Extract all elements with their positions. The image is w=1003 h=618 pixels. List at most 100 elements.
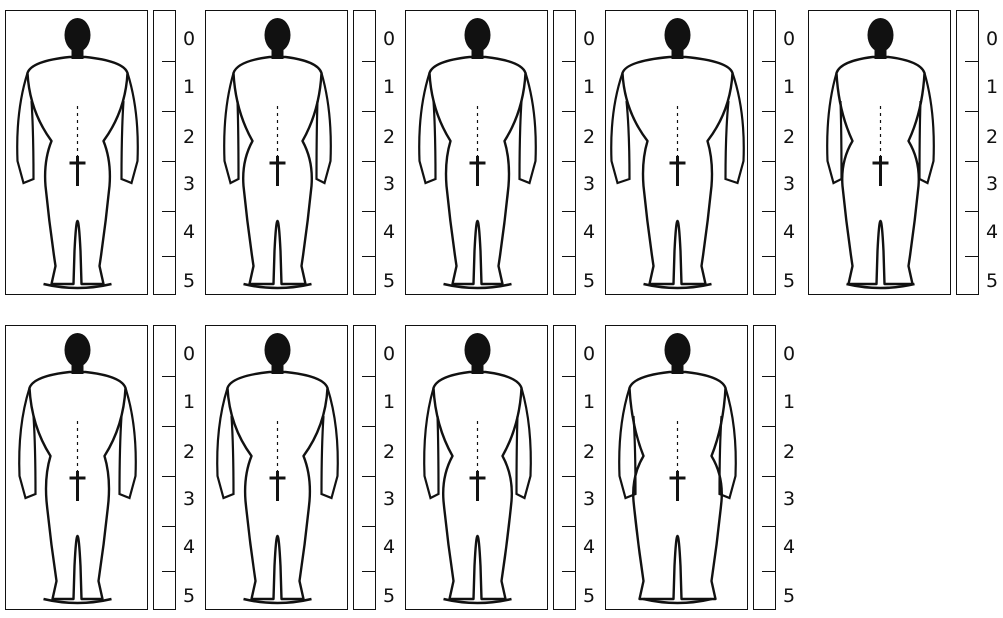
scale-tick: [162, 476, 175, 477]
scale-ruler: [353, 10, 376, 295]
scale-tick: [362, 426, 375, 427]
scale-label: 4: [183, 223, 199, 242]
scale-tick: [162, 211, 175, 212]
body-figure-frame: [5, 10, 148, 295]
scale-label: 5: [383, 587, 399, 606]
scale-tick: [965, 256, 978, 257]
scale-label: 1: [383, 78, 399, 97]
scale-tick: [562, 161, 575, 162]
scale-tick: [162, 61, 175, 62]
body-figure-frame: [405, 10, 548, 295]
figure-right-arm: [122, 73, 138, 183]
figure-head: [65, 18, 91, 52]
scale-tick: [362, 111, 375, 112]
scale-label: 4: [583, 538, 599, 557]
scale-label: 3: [183, 490, 199, 509]
figure-head: [868, 18, 894, 52]
scale-tick: [562, 211, 575, 212]
scale-tick: [562, 256, 575, 257]
body-figure-frame: [808, 10, 951, 295]
figure-right-arm: [120, 388, 136, 498]
scale-label: 0: [383, 345, 399, 364]
scale-label: 2: [383, 443, 399, 462]
scale-label: 1: [183, 78, 199, 97]
scale-label: 1: [583, 78, 599, 97]
scale-tick: [362, 61, 375, 62]
scale-label: 1: [583, 393, 599, 412]
figure-left-arm: [224, 73, 238, 183]
scale-label: 0: [583, 345, 599, 364]
scale-tick: [162, 571, 175, 572]
scale-tick: [562, 111, 575, 112]
scale-label: 5: [383, 272, 399, 291]
scale-tick: [965, 111, 978, 112]
scale-ruler: [153, 325, 176, 610]
scale-tick: [762, 376, 775, 377]
scale-label: 1: [783, 393, 799, 412]
scale-label: 2: [783, 443, 799, 462]
body-figure-frame: [405, 325, 548, 610]
scale-tick: [562, 526, 575, 527]
scale-label: 2: [583, 443, 599, 462]
scale-label: 3: [783, 175, 799, 194]
figure-head: [65, 333, 91, 367]
scale-tick: [162, 111, 175, 112]
scale-label: 5: [583, 587, 599, 606]
figure-right-arm: [317, 73, 331, 183]
scale-tick: [162, 526, 175, 527]
scale-label: 4: [383, 223, 399, 242]
body-figure-frame: [5, 325, 148, 610]
figure-left-arm: [419, 73, 435, 183]
scale-label: 3: [383, 490, 399, 509]
figure-left-arm: [217, 388, 233, 498]
figure-head: [665, 18, 691, 52]
scale-tick: [362, 376, 375, 377]
scale-tick: [162, 256, 175, 257]
figure-gluteal-mark: [70, 471, 86, 501]
figure-gluteal-mark: [873, 156, 889, 186]
scale-tick: [362, 161, 375, 162]
scale-label: 0: [986, 30, 1002, 49]
scale-ruler: [553, 325, 576, 610]
body-figure-frame: [605, 325, 748, 610]
scale-ruler: [753, 325, 776, 610]
scale-tick: [762, 256, 775, 257]
scale-tick: [162, 426, 175, 427]
scale-tick: [362, 571, 375, 572]
figure-gluteal-mark: [270, 471, 286, 501]
scale-label: 0: [583, 30, 599, 49]
scale-label: 5: [986, 272, 1002, 291]
scale-tick: [162, 376, 175, 377]
scale-tick: [362, 476, 375, 477]
scale-tick: [762, 426, 775, 427]
scale-tick: [762, 571, 775, 572]
scale-tick: [562, 376, 575, 377]
scale-label: 5: [183, 272, 199, 291]
scale-ruler: [956, 10, 979, 295]
scale-label: 0: [183, 345, 199, 364]
scale-tick: [762, 111, 775, 112]
scale-tick: [562, 426, 575, 427]
scale-tick: [562, 476, 575, 477]
figure-left-arm: [424, 388, 438, 498]
scale-tick: [965, 61, 978, 62]
figure-right-arm: [726, 73, 744, 183]
scale-label: 4: [183, 538, 199, 557]
scale-tick: [762, 476, 775, 477]
scale-label: 3: [583, 175, 599, 194]
scale-label: 3: [986, 175, 1002, 194]
scale-label: 3: [783, 490, 799, 509]
scale-tick: [965, 161, 978, 162]
body-figure-frame: [205, 325, 348, 610]
scale-label: 4: [583, 223, 599, 242]
scale-label: 4: [783, 538, 799, 557]
scale-label: 0: [183, 30, 199, 49]
scale-label: 4: [986, 223, 1002, 242]
figure-gluteal-mark: [270, 156, 286, 186]
scale-label: 1: [383, 393, 399, 412]
scale-tick: [762, 211, 775, 212]
scale-tick: [562, 571, 575, 572]
scale-tick: [362, 526, 375, 527]
figure-gluteal-mark: [470, 156, 486, 186]
